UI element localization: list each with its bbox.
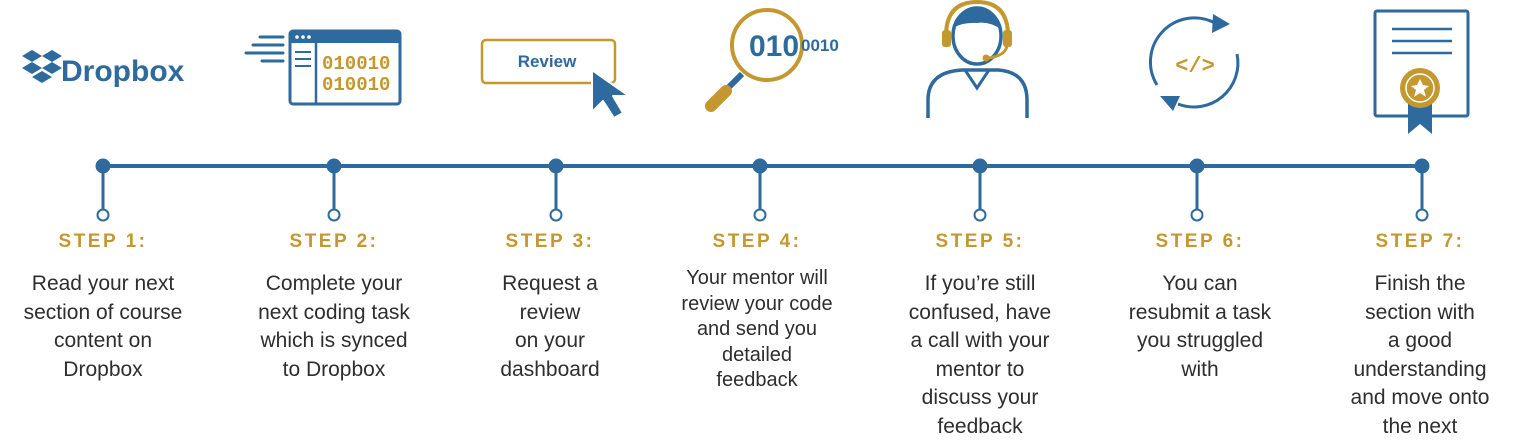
step-5-label: STEP 5: — [935, 231, 1025, 252]
timeline-marker-5 — [972, 158, 988, 222]
timeline-marker-3 — [548, 158, 564, 222]
timeline-marker-2 — [326, 158, 342, 222]
step-1-label: STEP 1: — [58, 231, 148, 252]
timeline-marker-6 — [1189, 158, 1205, 222]
certificate-icon — [1373, 9, 1470, 134]
timeline-marker-1 — [95, 158, 111, 222]
certificate-star — [1411, 79, 1429, 97]
cursor-arrow — [591, 69, 630, 119]
timeline-marker-7 — [1414, 158, 1430, 222]
step-6-label: STEP 6: — [1155, 231, 1245, 252]
review-click-icon: Review — [480, 38, 630, 119]
mentor-headset-icon — [926, 0, 1029, 118]
step-5: STEP 5: If you’re still confused, have a… — [875, 228, 1085, 441]
step-5-description: If you’re still confused, have a call wi… — [908, 272, 1052, 438]
step-7-description: Finish the section with a good understan… — [1350, 272, 1490, 438]
step-1-description: Read your next section of course content… — [23, 272, 183, 381]
magnifier-code-icon: 010 0010 — [705, 8, 839, 112]
step-3-label: STEP 3: — [505, 231, 595, 252]
step-4-label: STEP 4: — [712, 231, 802, 252]
step-3: STEP 3: Request a review on your dashboa… — [445, 228, 655, 384]
review-button-label: Review — [518, 52, 577, 71]
step-4: STEP 4: Your mentor will review your cod… — [652, 228, 862, 394]
timeline-markers — [95, 158, 1430, 222]
step-7: STEP 7: Finish the section with a good u… — [1315, 228, 1514, 441]
code-window-line-2: 010010 — [322, 74, 390, 96]
step-2-label: STEP 2: — [289, 231, 379, 252]
step-2-description: Complete your next coding task which is … — [258, 272, 410, 381]
dropbox-wordmark: Dropbox — [61, 55, 185, 88]
step-4-description: Your mentor will review your code and se… — [681, 267, 833, 391]
step-6-description: You can resubmit a task you struggled wi… — [1128, 272, 1272, 381]
dropbox-logo-icon: Dropbox — [22, 50, 185, 88]
magnifier-big-code: 010 — [749, 30, 799, 63]
code-window-line-1: 010010 — [322, 53, 390, 75]
step-7-label: STEP 7: — [1375, 231, 1465, 252]
magnifier-small-code: 0010 — [801, 36, 839, 55]
resubmit-code-icon: </> — [1149, 14, 1240, 111]
step-2: STEP 2: Complete your next coding task w… — [229, 228, 439, 384]
step-6: STEP 6: You can resubmit a task you stru… — [1095, 228, 1305, 384]
step-1: STEP 1: Read your next section of course… — [0, 228, 208, 384]
step-3-description: Request a review on your dashboard — [500, 272, 600, 381]
code-sync-window-icon: 010010 010010 — [244, 29, 402, 106]
code-tag: </> — [1175, 54, 1215, 79]
timeline-marker-4 — [752, 158, 768, 222]
